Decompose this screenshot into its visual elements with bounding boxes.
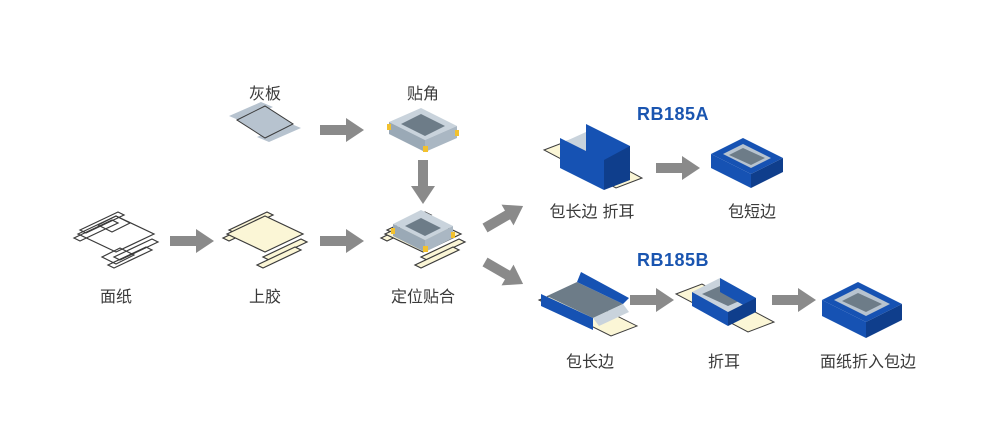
arrow-glue-to-position [320, 229, 364, 253]
b-wrap-long-side-illustration [537, 272, 639, 337]
glued-paper-illustration [221, 211, 309, 269]
corner-tray-illustration [387, 108, 459, 152]
greyboard-illustration [229, 102, 301, 142]
label-b-step2: 折耳 [707, 352, 741, 371]
b-final-box-illustration [822, 282, 902, 338]
arrow-a-step1-to-step2 [656, 156, 700, 180]
arrow-corner-to-position [411, 160, 435, 204]
arrow-greyboard-to-corner [320, 118, 364, 142]
arrow-b-step2-to-step3 [772, 288, 816, 312]
label-greyboard: 灰板 [248, 84, 282, 103]
positioning-illustration [379, 210, 467, 269]
arrow-to-rb185b [479, 251, 530, 295]
model-rb185b: RB185B [636, 250, 710, 270]
label-glue: 上胶 [248, 287, 282, 306]
a-wrap-short-side-illustration [711, 138, 783, 188]
arrow-to-rb185a [479, 195, 530, 239]
label-b-step3: 面纸折入包边 [819, 352, 917, 371]
label-a-step1: 包长边 折耳 [549, 202, 635, 221]
label-corner: 贴角 [406, 84, 440, 103]
arrow-b-step1-to-step2 [630, 288, 674, 312]
arrow-face-to-glue [170, 229, 214, 253]
label-positioning: 定位贴合 [390, 287, 456, 306]
face-paper-illustration [72, 211, 160, 269]
model-rb185a: RB185A [636, 104, 710, 124]
label-b-step1: 包长边 [565, 352, 615, 371]
b-fold-ears-illustration [674, 278, 776, 333]
a-wrap-long-side-illustration [542, 124, 644, 190]
label-face-paper: 面纸 [99, 287, 133, 306]
label-a-step2: 包短边 [727, 202, 777, 221]
